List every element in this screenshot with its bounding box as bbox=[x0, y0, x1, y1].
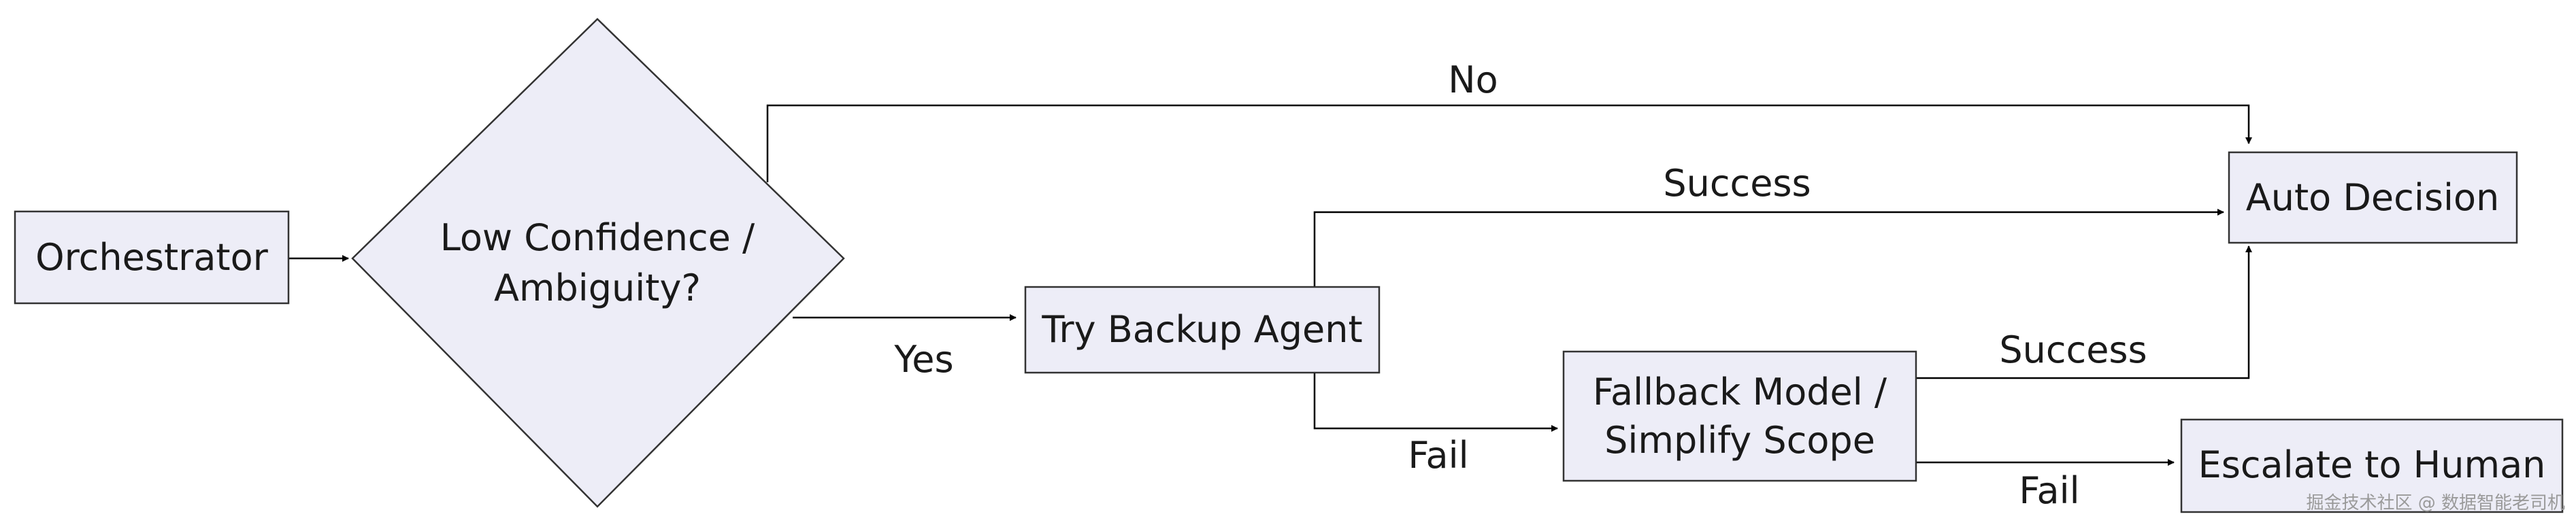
node-fallback-line2: Simplify Scope bbox=[1604, 419, 1875, 462]
node-escalate bbox=[2180, 418, 2564, 513]
watermark: 掘金技术社区 @ 数据智能老司机 bbox=[2306, 493, 2565, 513]
node-decision-line2: Ambiguity? bbox=[494, 267, 701, 309]
node-orchestrator bbox=[14, 210, 290, 305]
edge-backup-fail bbox=[1313, 373, 1558, 432]
edge-decision-no bbox=[766, 104, 2252, 182]
edge-label-no: No bbox=[1448, 58, 1498, 101]
edge-label-fail-backup: Fail bbox=[1408, 434, 1468, 477]
node-auto-label: Auto Decision bbox=[2246, 176, 2499, 219]
node-backup-label: Try Backup Agent bbox=[1041, 308, 1362, 351]
edge-fallback-success bbox=[1915, 245, 2252, 379]
node-fallback bbox=[1562, 350, 1917, 482]
node-decision bbox=[351, 18, 845, 508]
edge-label-success-backup: Success bbox=[1663, 162, 1811, 205]
edge-label-success-fallback: Success bbox=[1999, 328, 2147, 371]
edge-label-fail-fallback: Fail bbox=[2019, 469, 2079, 512]
node-backup bbox=[1024, 286, 1381, 374]
node-orchestrator-label: Orchestrator bbox=[35, 236, 268, 279]
node-auto bbox=[2228, 151, 2518, 244]
edge-backup-success bbox=[1313, 209, 2224, 286]
node-escalate-label: Escalate to Human bbox=[2198, 443, 2546, 486]
edge-label-yes: Yes bbox=[893, 338, 953, 381]
node-fallback-line1: Fallback Model / bbox=[1593, 371, 1887, 413]
node-decision-line1: Low Confidence / bbox=[440, 216, 755, 259]
